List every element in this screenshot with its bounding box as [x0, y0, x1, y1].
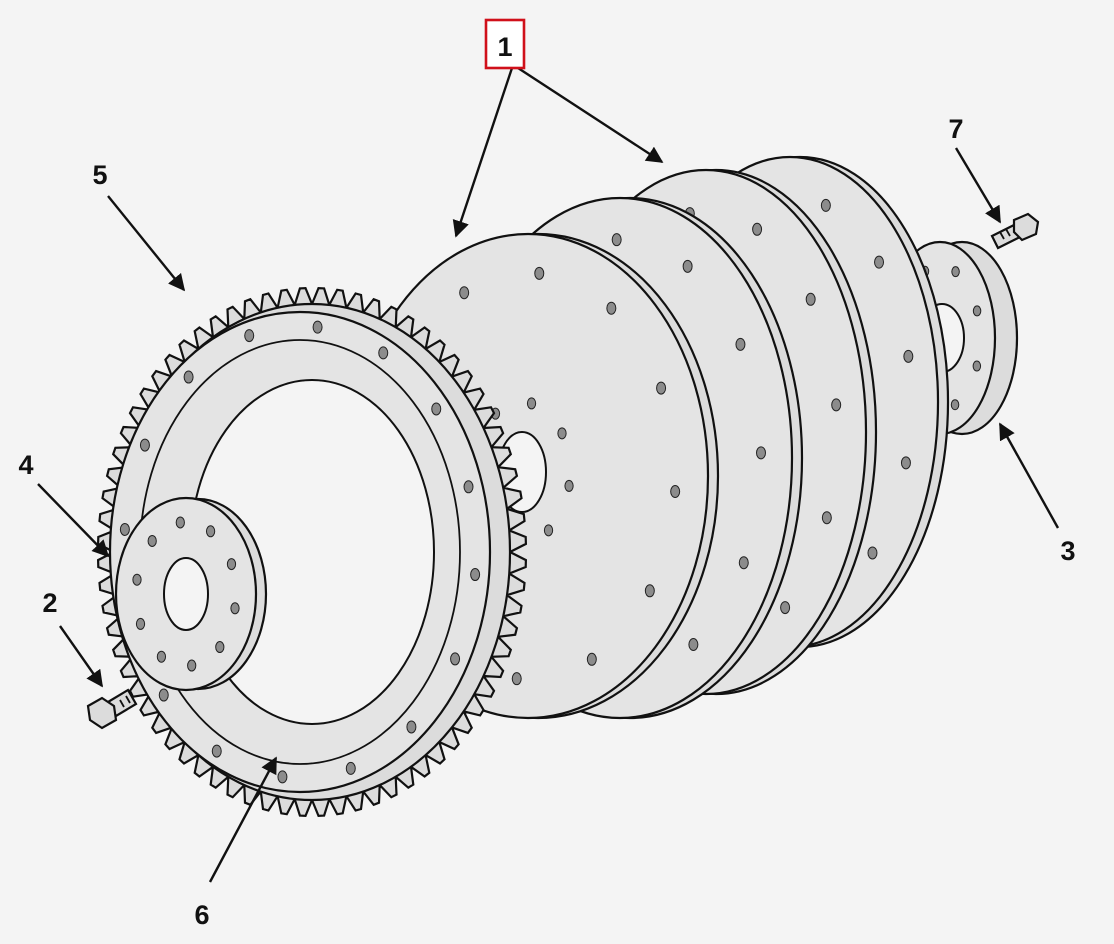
callout-7[interactable]: 7	[948, 114, 963, 144]
disc-bolt-hole	[511, 672, 522, 686]
leader-1b	[517, 66, 664, 164]
disc-bolt-hole	[738, 556, 749, 570]
leader-4	[37, 483, 110, 558]
disc-bolt-hole	[688, 638, 699, 652]
disc-bolt-hole	[670, 485, 681, 499]
disc-bolt-hole	[586, 652, 597, 666]
leader-1a	[452, 67, 514, 238]
callout-1-highlight-box	[484, 18, 526, 70]
leader-6	[208, 756, 278, 883]
disc-bolt-hole	[752, 222, 763, 236]
callout-6[interactable]: 6	[194, 900, 209, 930]
disc-bolt-hole	[656, 381, 667, 395]
disc-bolt-hole	[874, 255, 885, 269]
callout-labels: 1 2 3 4 5 6 7	[18, 18, 1076, 930]
ring-gear-bolt-hole	[312, 320, 323, 334]
callout-3[interactable]: 3	[1060, 536, 1075, 566]
bolt-rear	[990, 212, 1040, 250]
rear-flange-bolt-hole	[951, 266, 960, 278]
disc-bolt-hole	[682, 259, 693, 273]
disc-bolt-hole	[900, 456, 911, 470]
leader-5	[107, 195, 186, 292]
ring-gear-bolt-hole	[406, 720, 417, 734]
front-flange-bolt-hole	[215, 641, 225, 654]
disc-bolt-hole	[867, 546, 878, 560]
disc-inner-hole	[543, 524, 554, 537]
disc-bolt-hole	[459, 286, 470, 300]
disc-inner-hole	[557, 427, 567, 440]
disc-bolt-hole	[831, 398, 842, 412]
front-flange-bolt-hole	[156, 650, 167, 663]
callout-2[interactable]: 2	[42, 588, 57, 618]
disc-bolt-hole	[735, 337, 746, 351]
front-flange-bolt-hole	[205, 525, 216, 538]
front-flange-bolt-hole	[132, 573, 142, 586]
disc-bolt-hole	[821, 511, 832, 525]
disc-bolt-hole	[903, 349, 914, 363]
ring-gear-bolt-hole	[450, 652, 461, 666]
callout-1[interactable]: 1	[497, 32, 512, 62]
disc-bolt-hole	[780, 601, 791, 615]
leader-2	[59, 625, 103, 688]
disc-bolt-hole	[534, 266, 545, 280]
front-flange-bolt-hole	[135, 617, 146, 630]
disc-bolt-hole	[805, 292, 816, 306]
leader-lines	[37, 66, 1060, 883]
rear-flange-bolt-hole	[950, 399, 960, 411]
ring-gear-bolt-hole	[158, 688, 169, 702]
front-flange-bolt-hole	[187, 659, 197, 672]
ring-gear-bolt-hole	[183, 370, 194, 384]
ring-gear-bolt-hole	[378, 346, 389, 360]
ring-gear-bolt-hole	[211, 744, 222, 758]
bolt-front	[86, 688, 138, 730]
disc-bolt-hole	[756, 446, 767, 460]
disc-inner-hole	[564, 479, 574, 492]
ring-gear-bolt-hole	[463, 480, 474, 494]
front-flange	[114, 496, 268, 692]
front-flange-bolt-hole	[226, 558, 237, 571]
rear-flange-bolt-hole	[972, 360, 982, 372]
ring-gear-bolt-hole	[470, 568, 481, 582]
disc-bolt-hole	[820, 198, 831, 212]
ring-gear-bolt-hole	[431, 402, 442, 416]
callout-5[interactable]: 5	[92, 160, 107, 190]
leader-3	[998, 422, 1060, 529]
callout-4[interactable]: 4	[18, 450, 33, 480]
ring-gear-bolt-hole	[277, 770, 288, 784]
disc-bolt-hole	[606, 301, 617, 315]
disc-bolt-hole	[644, 584, 655, 598]
disc-inner-hole	[526, 397, 537, 410]
ring-gear-bolt-hole	[345, 761, 356, 775]
ring-gear-bolt-hole	[119, 522, 130, 536]
disc-bolt-hole	[611, 233, 622, 247]
ring-gear-bolt-hole	[139, 438, 150, 452]
rear-flange-bolt-hole	[972, 305, 982, 317]
front-flange-bolt-hole	[175, 516, 185, 529]
leader-7	[954, 147, 1002, 224]
ring-gear-bolt-hole	[244, 329, 255, 343]
front-flange-bolt-hole	[230, 602, 240, 615]
front-flange-bolt-hole	[147, 534, 157, 547]
